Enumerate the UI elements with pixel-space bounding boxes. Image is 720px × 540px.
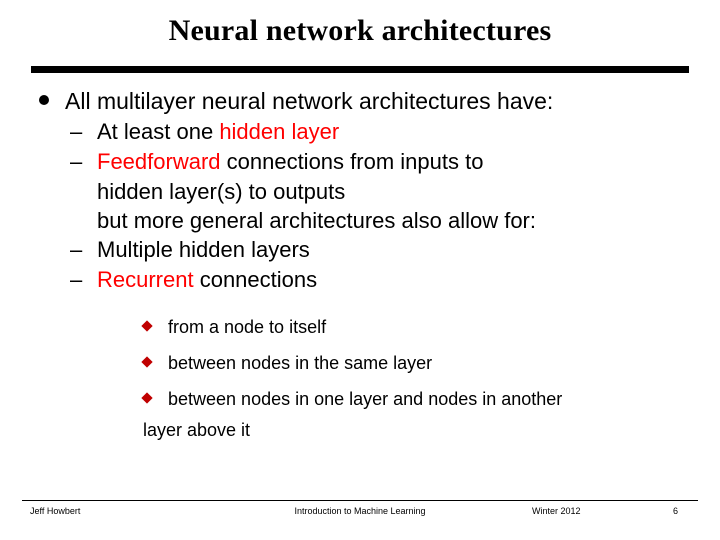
bullet-level3-item-another-layer: between nodes in one layer and nodes in … [31,381,691,417]
diamond-bullet-icon [141,356,153,368]
title-underline-rule [31,66,689,73]
footer-page-number: 6 [672,506,678,516]
footer-divider [22,500,698,501]
bullet-level3-text: from a node to itself [168,317,327,337]
slide-body: All multilayer neural network architectu… [31,86,691,443]
bullet-level3-continuation: layer above it [143,420,251,440]
bullet-level3-item-node-itself: from a node to itself [31,309,691,345]
bullet-level3-item-same-layer: between nodes in the same layer [31,345,691,381]
bullet-level2-item-feedforward: – Feedforward connections from inputs to [31,147,691,176]
dash-bullet-icon: – [70,119,83,144]
bullet-level2-text-plain: Multiple hidden layers [97,237,310,262]
dash-bullet-icon: – [70,149,83,174]
page-title: Neural network architectures [168,14,552,47]
bullet-level2-text-highlight: Recurrent [97,267,194,292]
dash-bullet-icon: – [70,267,83,292]
diamond-bullet-icon [141,392,153,404]
bullet-level2-text-plain: connections [193,267,318,292]
footer-author: Jeff Howbert [30,506,81,516]
bullet-level2-item-recurrent: – Recurrent connections [31,265,691,294]
dash-bullet-icon: – [70,237,83,262]
footer-course: Introduction to Machine Learning [294,506,426,516]
bullet-level2-text-highlight: hidden layer [219,119,340,144]
bullet-level2-continuation: hidden layer(s) to outputs [97,179,346,204]
diamond-bullet-icon [141,320,153,332]
bullet-level2-text-plain: connections from inputs to [220,149,484,174]
disc-bullet-icon [39,95,49,105]
bullet-level2-item-general: but more general architectures also allo… [97,208,536,233]
bullet-level2-text-highlight: Feedforward [97,149,221,174]
bullet-level1-text: All multilayer neural network architectu… [65,88,554,114]
spacer [31,295,691,309]
footer-term: Winter 2012 [532,506,581,516]
footer: Jeff Howbert Introduction to Machine Lea… [22,506,698,524]
bullet-level1-item: All multilayer neural network architectu… [31,86,691,116]
bullet-level2-item-hidden-layer: – At least one hidden layer [31,117,691,146]
bullet-level2-item-multiple-hidden-layers: – Multiple hidden layers [31,235,691,264]
bullet-level3-text: between nodes in the same layer [168,353,433,373]
bullet-level2-text-plain: At least one [97,119,220,144]
bullet-level3-text: between nodes in one layer and nodes in … [168,389,563,409]
